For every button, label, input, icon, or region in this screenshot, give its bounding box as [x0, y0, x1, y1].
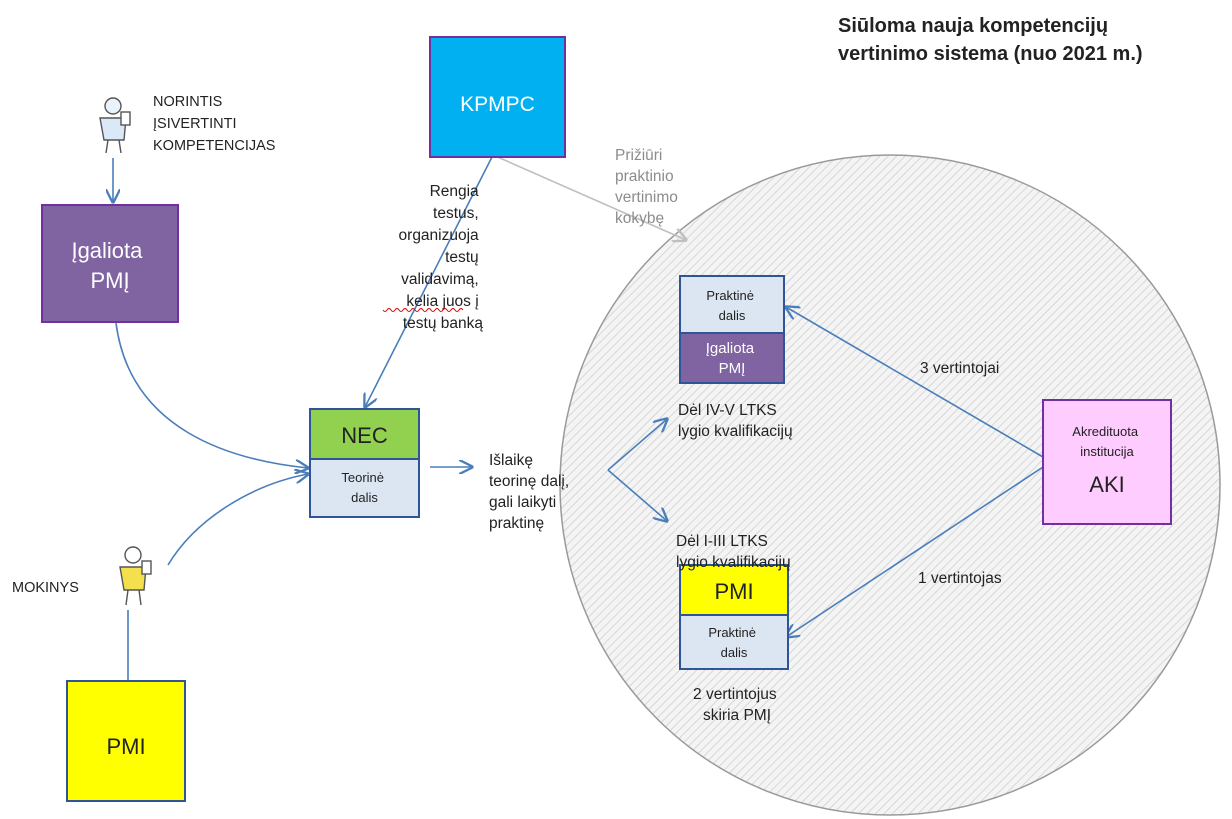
- pmi-circle-header: [679, 564, 789, 616]
- vienas-vertintojas-text: 1 vertintojas: [918, 570, 1002, 587]
- spellcheck-underline: [382, 308, 464, 312]
- page-title: Siūloma nauja kompetencijų vertinimo sis…: [838, 15, 1143, 65]
- du-vertintojus-text: 2 vertintojus skiria PMĮ: [693, 686, 781, 724]
- pmi-circle-sub: [679, 614, 789, 670]
- igaliota-pmi-left-label: Įgaliota PMĮ: [71, 238, 148, 293]
- arrow-kpmpc-to-nec: [365, 154, 494, 407]
- igaliota-pmi-circle-box: [679, 332, 785, 384]
- curve-igaliota-to-nec: [115, 322, 308, 468]
- pmi-bottom-box: [66, 680, 186, 802]
- norintis-label: NORINTIS ĮSIVERTINTI KOMPETENCIJAS: [153, 94, 275, 154]
- praktine-top-label: Praktinė dalis: [706, 288, 757, 323]
- nec-header: [309, 408, 420, 460]
- person-icon-norintis: [99, 97, 131, 154]
- curve-mokinys-to-nec: [167, 474, 308, 566]
- arrow-to-i-iii: [607, 469, 667, 521]
- kpmpc-tasks-text: Rengia testus, organizuoja testų validav…: [399, 183, 484, 332]
- trys-vertintojai-text: 3 vertintojai: [920, 360, 999, 377]
- islaike-text: Išlaikę teorinę dalį, gali laikyti prakt…: [489, 452, 573, 532]
- aki-sub-label: Akredituota institucija: [1072, 424, 1141, 459]
- arrow-kpmpc-to-circle: [492, 154, 686, 240]
- nec-sub: [309, 458, 420, 518]
- arrow-to-iv-v: [607, 419, 667, 471]
- arrow-aki-to-praktine-top: [786, 307, 1044, 458]
- kpmpc-box: [429, 36, 566, 158]
- nec-sub-label: Teorinė dalis: [341, 470, 387, 505]
- del-i-iii-text: Dėl I-III LTKS lygio kvalifikacijų: [676, 533, 791, 571]
- title-line-2: vertinimo sistema (nuo 2021 m.): [838, 43, 1143, 65]
- aki-label: AKI: [1089, 472, 1124, 497]
- praktine-top-box: [679, 275, 785, 334]
- pmi-circle-sub-label: Praktinė dalis: [708, 625, 759, 660]
- nec-label: NEC: [341, 423, 388, 448]
- aki-box: [1042, 399, 1172, 525]
- pmi-circle-label: PMI: [714, 579, 753, 604]
- igaliota-pmi-left-box: [41, 204, 179, 323]
- arrow-aki-to-pmi-circle: [786, 466, 1044, 637]
- pmi-bottom-label: PMI: [106, 734, 145, 759]
- priziuri-text: Prižiūri praktinio vertinimo kokybę: [615, 147, 682, 227]
- igaliota-pmi-circle-label: Įgaliota PMĮ: [706, 340, 759, 377]
- kpmpc-label: KPMPC: [460, 93, 535, 116]
- mokinys-label: MOKINYS: [12, 580, 79, 596]
- title-line-1: Siūloma nauja kompetencijų: [838, 15, 1108, 37]
- person-icon-mokinys: [119, 546, 152, 606]
- del-iv-v-text: Dėl IV-V LTKS lygio kvalifikacijų: [678, 402, 793, 440]
